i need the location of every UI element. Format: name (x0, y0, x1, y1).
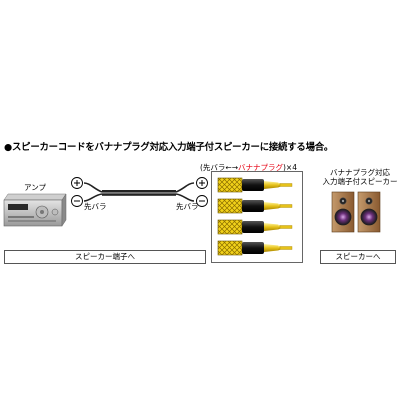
diagram-heading: ●スピーカーコードをバナナプラグ対応入力端子付スピーカーに接続する場合。 (4, 142, 334, 153)
banana-plugs-image (217, 177, 293, 256)
right-terminal-symbols (196, 177, 208, 207)
bare-end-label-right: 先バラ (176, 202, 199, 211)
banana-plug-1 (217, 177, 293, 193)
speaker-caption-line2: 入力端子付スピーカー (322, 177, 398, 186)
bare-end-label-left: 先バラ (84, 202, 107, 211)
to-speaker-label: スピーカーへ (320, 250, 396, 264)
speaker-right (357, 191, 381, 233)
speakers-image (331, 191, 381, 233)
speaker-caption-line1: バナナプラグ対応 (330, 168, 390, 177)
banana-plug-box (211, 171, 303, 263)
amp-label: アンプ (24, 183, 46, 192)
conversion-prefix: (先バラ←→ (200, 163, 238, 172)
speaker-cable (83, 182, 195, 202)
banana-plug-3 (217, 219, 293, 235)
banana-plug-highlight: バナナプラグ (238, 163, 283, 172)
speaker-caption: バナナプラグ対応 入力端子付スピーカー (322, 168, 398, 186)
banana-plug-2 (217, 198, 293, 214)
amplifier-image (3, 193, 67, 227)
speaker-left (331, 191, 355, 233)
left-terminal-symbols (71, 177, 83, 207)
conversion-label: (先バラ←→バナナプラグ)×4 (200, 162, 297, 173)
banana-plug-4 (217, 240, 293, 256)
conversion-suffix: )×4 (283, 163, 297, 172)
to-speaker-terminal-label: スピーカー端子へ (4, 250, 206, 264)
